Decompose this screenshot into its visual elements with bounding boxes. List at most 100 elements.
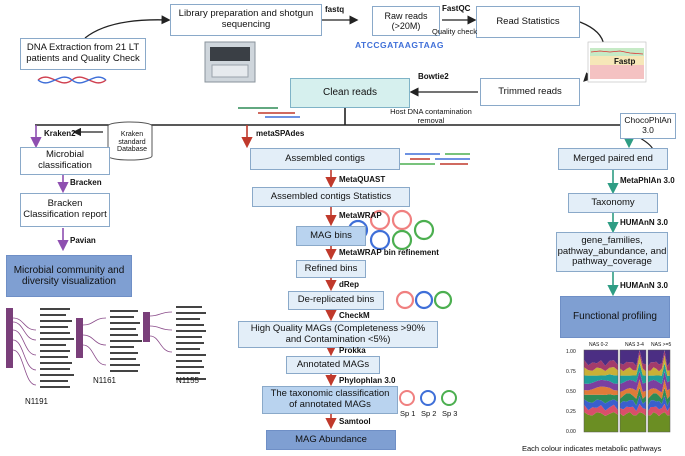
area-band-1-4 xyxy=(620,379,646,399)
samtool-label: Samtool xyxy=(339,417,371,426)
annotated-mags-label: Annotated MAGs xyxy=(296,358,370,370)
area-band-2-8 xyxy=(648,350,670,372)
database-icon xyxy=(107,121,153,161)
bracken-report-label: Bracken Classification report xyxy=(23,198,107,220)
fastqc-label: FastQC xyxy=(442,4,471,13)
fastq-label: fastq xyxy=(325,5,345,14)
area-band-2-3 xyxy=(648,387,670,406)
mag-bins-label: MAG bins xyxy=(310,229,352,241)
clean-reads-box: Clean reads xyxy=(290,78,410,108)
taxonomy-label: Taxonomy xyxy=(591,196,635,208)
area-band-1-0 xyxy=(620,412,646,432)
panel-label-0: NAS 0-2 xyxy=(589,342,608,348)
phylophlan-label: Phylophlan 3.0 xyxy=(339,376,396,385)
ytick-1: 0.75 xyxy=(566,369,576,375)
area-band-0-2 xyxy=(584,399,618,411)
bowtie2-label: Bowtie2 xyxy=(418,72,449,81)
gene-families-label: gene_families, pathway_abundance, and pa… xyxy=(557,234,667,268)
library-prep-box: Library preparation and shotgun sequenci… xyxy=(170,4,322,36)
quality-plot-thumbnail xyxy=(587,41,647,83)
sankey-n1161 xyxy=(76,317,107,366)
microbial-classification-box: Microbial classification xyxy=(20,147,110,175)
fastp-label: Fastp xyxy=(614,57,636,66)
taxonomy-box: Taxonomy xyxy=(568,193,658,213)
clean-reads-label: Clean reads xyxy=(323,87,377,99)
area-band-1-2 xyxy=(620,395,646,411)
area-band-0-0 xyxy=(584,412,618,432)
taxonomic-classification-box: The taxonomic classification of annotate… xyxy=(262,386,398,414)
dereplicated-bins-label: De-replicated bins xyxy=(297,294,375,306)
prokka-label: Prokka xyxy=(339,346,366,355)
area-band-0-1 xyxy=(584,404,618,416)
area-band-1-3 xyxy=(620,387,646,406)
pavian-label: Pavian xyxy=(70,236,96,245)
area-band-0-9 xyxy=(584,350,618,366)
sequencer-icon xyxy=(204,41,256,83)
area-band-2-6 xyxy=(648,363,670,385)
read-statistics-box: Read Statistics xyxy=(476,6,580,38)
species-2: Sp 2 xyxy=(421,409,437,418)
metaphlan-label: MetaPhlAn 3.0 xyxy=(620,176,675,185)
chart-footnote: Each colour indicates metabolic pathways xyxy=(522,444,662,453)
community-visualization-label: Microbial community and diversity visual… xyxy=(13,264,125,288)
sample-n1191: N1191 xyxy=(25,397,48,406)
area-band-2-7 xyxy=(648,355,670,376)
area-band-0-7 xyxy=(584,367,618,376)
metaspades-label: metaSPAdes xyxy=(256,129,305,138)
hq-mags-label: High Quality MAGs (Completeness >90% and… xyxy=(250,322,426,345)
functional-profiling-box: Functional profiling xyxy=(560,296,670,338)
sample-n1161: N1161 xyxy=(93,376,116,385)
refined-bins-label: Refined bins xyxy=(304,262,358,274)
kraken2-label: Kraken2 xyxy=(44,129,76,138)
chocophlan-label: ChocoPhlAn 3.0 xyxy=(624,115,672,135)
sankey-n1191 xyxy=(6,308,37,386)
area-band-2-9 xyxy=(648,350,670,367)
host-removal-label: Host DNA contamination removal xyxy=(390,107,472,125)
assembled-contigs-box: Assembled contigs xyxy=(250,148,400,170)
reads-lines-icon xyxy=(238,107,300,118)
functional-profiling-label: Functional profiling xyxy=(573,311,657,323)
sankey-n1155 xyxy=(143,311,173,353)
area-band-1-7 xyxy=(620,354,646,376)
area-band-0-6 xyxy=(584,374,618,384)
ytick-2: 0.50 xyxy=(566,389,576,395)
raw-reads-label: Raw reads (>20M) xyxy=(384,10,428,31)
quality-check-label: Quality check xyxy=(432,27,478,36)
dereplicated-bins-box: De-replicated bins xyxy=(288,291,384,310)
trimmed-reads-label: Trimmed reads xyxy=(498,85,562,97)
area-band-1-9 xyxy=(620,350,646,366)
dna-helix-icon xyxy=(37,76,107,84)
dna-extraction-label: DNA Extraction from 21 LT patients and Q… xyxy=(26,42,140,64)
area-band-1-8 xyxy=(620,350,646,372)
area-band-2-1 xyxy=(648,403,670,416)
species-1: Sp 1 xyxy=(400,409,416,418)
panel-frame-1 xyxy=(619,349,647,433)
sankey-n1155-labels xyxy=(176,306,206,380)
ytick-0: 1.00 xyxy=(566,349,576,355)
bracken-label: Bracken xyxy=(70,178,102,187)
drep-label: dRep xyxy=(339,280,359,289)
dereplicated-rings-icon xyxy=(395,290,453,310)
humann-label-1: HUMAnN 3.0 xyxy=(620,218,669,227)
merged-paired-end-label: Merged paired end xyxy=(573,152,653,164)
assembled-contigs-label: Assembled contigs xyxy=(285,152,365,164)
area-band-0-3 xyxy=(584,394,618,404)
contig-lines-icon xyxy=(400,153,470,165)
area-band-2-2 xyxy=(648,395,670,411)
ytick-4: 0.00 xyxy=(566,429,576,435)
area-band-1-1 xyxy=(620,404,646,416)
merged-paired-end-box: Merged paired end xyxy=(558,148,668,170)
dna-extraction-box: DNA Extraction from 21 LT patients and Q… xyxy=(20,38,146,70)
area-band-2-4 xyxy=(648,379,670,399)
panel-frame-2 xyxy=(647,349,671,433)
sankey-n1161-labels xyxy=(110,310,142,372)
area-band-0-5 xyxy=(584,379,618,391)
sankey-n1191-labels xyxy=(40,308,74,388)
species-3: Sp 3 xyxy=(442,409,458,418)
checkm-label: CheckM xyxy=(339,311,370,320)
dna-sequence-text: ATCCGATAAGTAAG xyxy=(355,40,444,50)
area-band-0-4 xyxy=(584,386,618,396)
raw-reads-box: Raw reads (>20M) xyxy=(372,6,440,36)
